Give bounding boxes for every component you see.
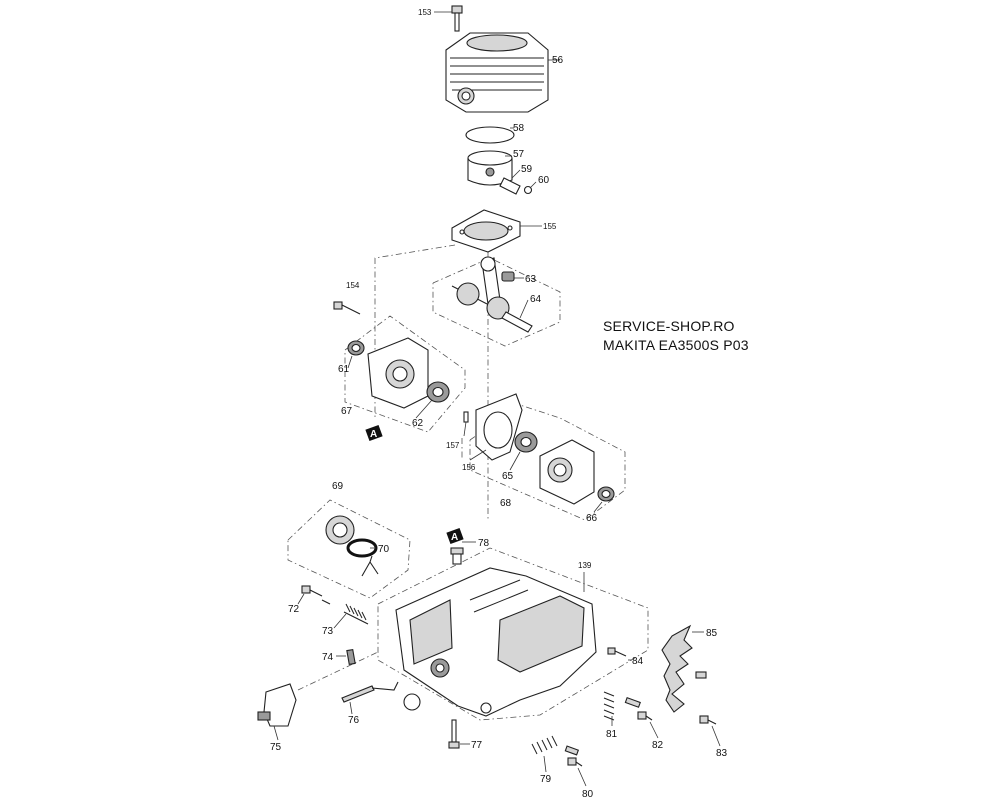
screw-part-83[interactable] xyxy=(699,715,717,725)
circlip-part-60[interactable] xyxy=(523,185,533,195)
callout-69: 69 xyxy=(332,481,344,492)
callout-82: 82 xyxy=(652,740,664,751)
callout-68: 68 xyxy=(500,498,512,509)
callout-155: 155 xyxy=(543,222,557,231)
callout-72: 72 xyxy=(288,604,300,615)
callout-156: 156 xyxy=(462,463,476,472)
spring-part-81[interactable] xyxy=(603,691,641,721)
callout-73: 73 xyxy=(322,626,334,637)
callout-66: 66 xyxy=(586,513,598,524)
screw-part-84[interactable] xyxy=(607,647,627,657)
spring-clip-part-70[interactable] xyxy=(361,555,379,577)
callout-80: 80 xyxy=(582,789,594,800)
callout-56: 56 xyxy=(552,55,564,66)
oil-seal-part-66[interactable] xyxy=(597,486,615,502)
clutch-cover-part-69[interactable] xyxy=(325,515,355,545)
caption-shop: SERVICE-SHOP.RO xyxy=(603,318,735,334)
callout-157: 157 xyxy=(446,441,460,450)
piston-part-57[interactable] xyxy=(467,150,513,186)
rubber-cap[interactable] xyxy=(403,693,421,711)
cylinder-part-56[interactable] xyxy=(445,32,549,113)
ball-bearing-part-65[interactable] xyxy=(514,431,538,453)
callout-154: 154 xyxy=(346,281,360,290)
callout-81: 81 xyxy=(606,729,618,740)
spring-part-73[interactable] xyxy=(321,599,369,625)
callout-83: 83 xyxy=(716,748,728,759)
bolt-part-77[interactable] xyxy=(448,719,460,749)
callout-62: 62 xyxy=(412,418,424,429)
caption-model: MAKITA EA3500S P03 xyxy=(603,337,749,353)
callout-77: 77 xyxy=(471,740,483,751)
callout-84: 84 xyxy=(632,656,644,667)
svg-text:A: A xyxy=(451,532,458,543)
reference-marker-a-upper: A xyxy=(365,424,383,442)
callout-61: 61 xyxy=(338,364,350,375)
callout-153: 153 xyxy=(418,8,432,17)
callout-58: 58 xyxy=(513,123,525,134)
crankcase-half-left-part-67[interactable] xyxy=(367,337,429,409)
piston-pin-part-59[interactable] xyxy=(499,177,521,195)
bolt-part-153[interactable] xyxy=(451,5,463,32)
callout-70: 70 xyxy=(378,544,390,555)
svg-text:A: A xyxy=(370,429,377,440)
rod-part-76[interactable] xyxy=(341,681,399,703)
crankcase-right-group-box xyxy=(469,404,626,521)
callout-76: 76 xyxy=(348,715,360,726)
callout-64: 64 xyxy=(530,294,542,305)
callout-79: 79 xyxy=(540,774,552,785)
crankcase-housing-part-139[interactable] xyxy=(395,567,597,717)
screw-part-82[interactable] xyxy=(637,711,653,721)
cylinder-gasket-part-155[interactable] xyxy=(451,209,521,253)
crankcase-gasket-part-156[interactable] xyxy=(475,393,523,461)
leader-lines xyxy=(273,11,721,787)
piston-ring-part-58[interactable] xyxy=(465,126,515,144)
callout-85: 85 xyxy=(706,628,718,639)
callout-60: 60 xyxy=(538,175,550,186)
crankcase-left-group-box xyxy=(344,315,466,433)
clutch-cover-group-box xyxy=(287,499,411,599)
stop-bar-guide xyxy=(297,651,379,691)
spring-part-79[interactable] xyxy=(531,735,580,756)
callout-67: 67 xyxy=(341,406,353,417)
screw-part-154[interactable] xyxy=(333,301,361,315)
callout-63: 63 xyxy=(525,274,537,285)
bumper-spike-part-85[interactable] xyxy=(661,624,707,713)
oil-seal-part-61[interactable] xyxy=(347,340,365,356)
callout-57: 57 xyxy=(513,149,525,160)
callout-65: 65 xyxy=(502,471,514,482)
screw-part-80[interactable] xyxy=(567,757,583,767)
bolt-part-72[interactable] xyxy=(301,585,323,597)
reference-marker-a-lower: A xyxy=(446,527,464,545)
bushing-part-78[interactable] xyxy=(450,547,464,565)
callout-75: 75 xyxy=(270,742,282,753)
crankshaft-part-64[interactable] xyxy=(451,256,533,333)
brake-lever-part-75[interactable] xyxy=(257,683,297,727)
callout-78: 78 xyxy=(478,538,490,549)
dowel-pin-part-157[interactable] xyxy=(463,411,469,423)
callout-59: 59 xyxy=(521,164,533,175)
plate-part-74[interactable] xyxy=(346,648,356,666)
callout-74: 74 xyxy=(322,652,334,663)
crankcase-half-right-part-68[interactable] xyxy=(539,439,595,505)
crankcase-main-box xyxy=(377,547,649,721)
ball-bearing-part-62[interactable] xyxy=(426,381,450,403)
callout-139: 139 xyxy=(578,561,592,570)
needle-bearing-part-63[interactable] xyxy=(501,271,515,282)
